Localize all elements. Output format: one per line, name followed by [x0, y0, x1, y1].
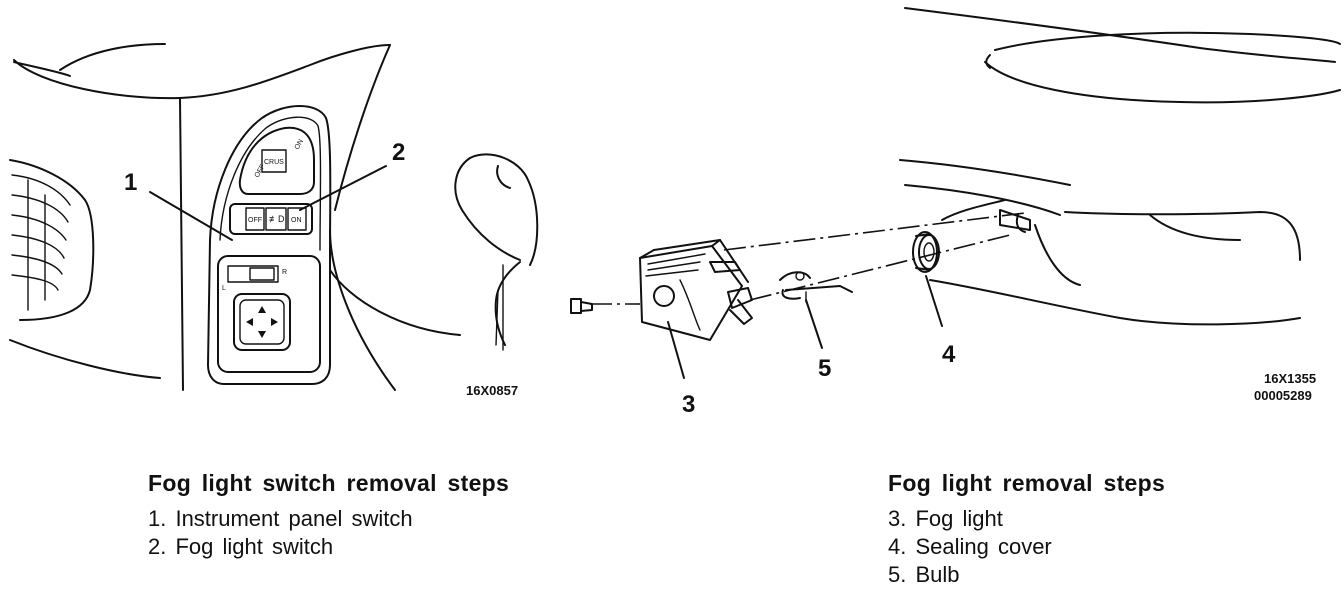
sealing-cover [912, 231, 940, 273]
leader-line-3 [667, 321, 685, 379]
callout-3: 3 [682, 391, 695, 418]
fog-light-unit [639, 239, 753, 341]
switch-steps-title: Fog light switch removal steps [148, 470, 510, 496]
callout-1: 1 [124, 169, 137, 196]
fog-light-switch: OFF ≢D ON [229, 203, 313, 235]
switch-label-on: ON [291, 217, 302, 224]
list-item: 2. Fog light switch [148, 534, 334, 559]
leader-line-5 [805, 299, 823, 349]
fog-light-removal-steps: Fog light removal steps 3. Fog light 4. … [888, 470, 1165, 589]
bulb [779, 271, 853, 303]
light-steps-list: 3. Fog light 4. Sealing cover 5. Bulb [888, 505, 1165, 589]
selector-label-l: L [222, 285, 226, 292]
figure-code-right-top: 16X1355 [1264, 371, 1316, 386]
switch-label-fog: ≢D [269, 214, 285, 224]
mirror-control-switch: L R [217, 255, 321, 373]
fog-light-illustration: 3 4 5 16X1355 00005289 [570, 7, 1341, 418]
switch-steps-list: 1. Instrument panel switch 2. Fog light … [148, 505, 509, 561]
instrument-panel-switch-bezel [207, 105, 332, 385]
mounting-screw [570, 298, 593, 314]
callout-4: 4 [942, 341, 956, 368]
figure-code-left: 16X0857 [466, 383, 518, 398]
air-vent [9, 159, 95, 321]
list-item: 3. Fog light [888, 506, 1003, 531]
instrument-panel-illustration: CRUS ON OFF OFF ≢D ON L R [9, 43, 539, 398]
leader-line-4 [925, 275, 943, 327]
list-item: 4. Sealing cover [888, 534, 1052, 559]
switch-label-off: OFF [248, 217, 262, 224]
svg-text:ON: ON [294, 138, 305, 151]
fog-light-switch-removal-steps: Fog light switch removal steps 1. Instru… [148, 470, 509, 561]
list-item: 5. Bulb [888, 562, 960, 587]
leader-line-1 [149, 191, 233, 241]
leader-line-2 [299, 165, 387, 211]
callout-5: 5 [818, 355, 831, 382]
light-steps-title: Fog light removal steps [888, 470, 1166, 496]
figure-code-right-bottom: 00005289 [1254, 388, 1312, 403]
selector-label-r: R [282, 269, 287, 276]
svg-text:CRUS: CRUS [264, 159, 284, 166]
hand-illustration [454, 153, 539, 351]
display-window: CRUS ON OFF [238, 126, 315, 195]
callout-2: 2 [392, 139, 405, 166]
list-item: 1. Instrument panel switch [148, 506, 413, 531]
